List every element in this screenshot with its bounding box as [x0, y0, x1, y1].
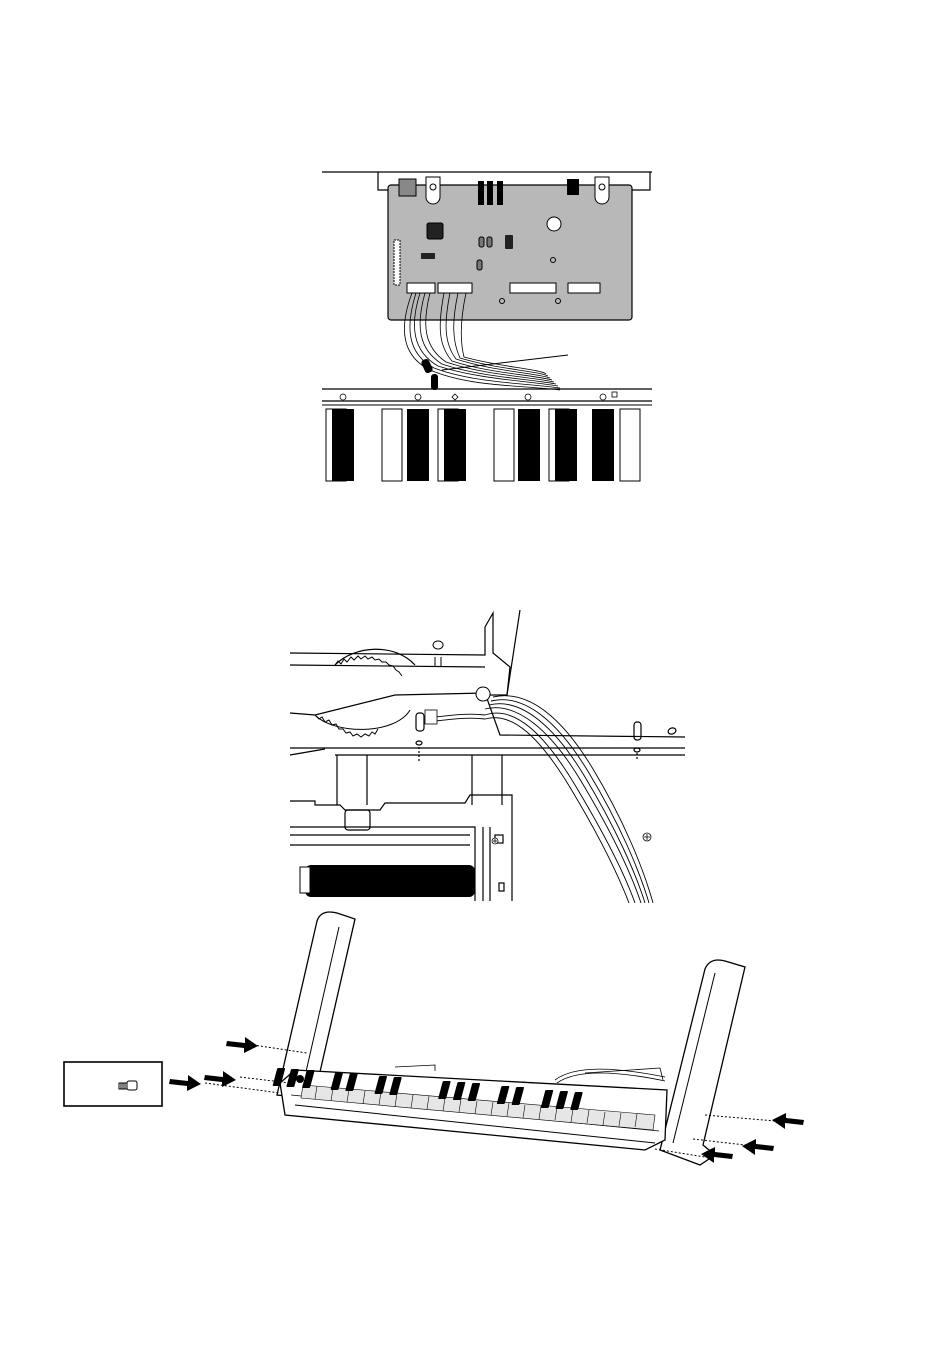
harness-connector-2	[438, 283, 472, 293]
circuit-board	[388, 185, 632, 320]
locating-pin-2	[634, 722, 641, 740]
harness-connector-1	[407, 283, 435, 293]
side-panel-left	[277, 912, 355, 1097]
wire-clamp	[476, 687, 490, 701]
ic-chip	[427, 223, 443, 239]
connector-block	[399, 179, 416, 196]
connector-4	[568, 283, 600, 293]
locating-pin	[416, 713, 424, 731]
keybed-detail-figure	[285, 605, 695, 905]
black-key	[305, 865, 475, 897]
small-chip	[421, 253, 435, 259]
circuit-board-figure	[320, 165, 660, 485]
connector-3	[510, 283, 556, 293]
screw-head	[492, 833, 651, 844]
screw-head-left	[296, 1075, 304, 1083]
cable-tie-2	[431, 374, 438, 390]
side-panel-right	[660, 960, 745, 1165]
cable-tie	[420, 358, 433, 374]
screw-callout-box	[64, 1062, 162, 1106]
edge-connector	[394, 240, 400, 285]
stand-assembly-figure	[55, 905, 845, 1175]
round-component	[547, 217, 561, 231]
